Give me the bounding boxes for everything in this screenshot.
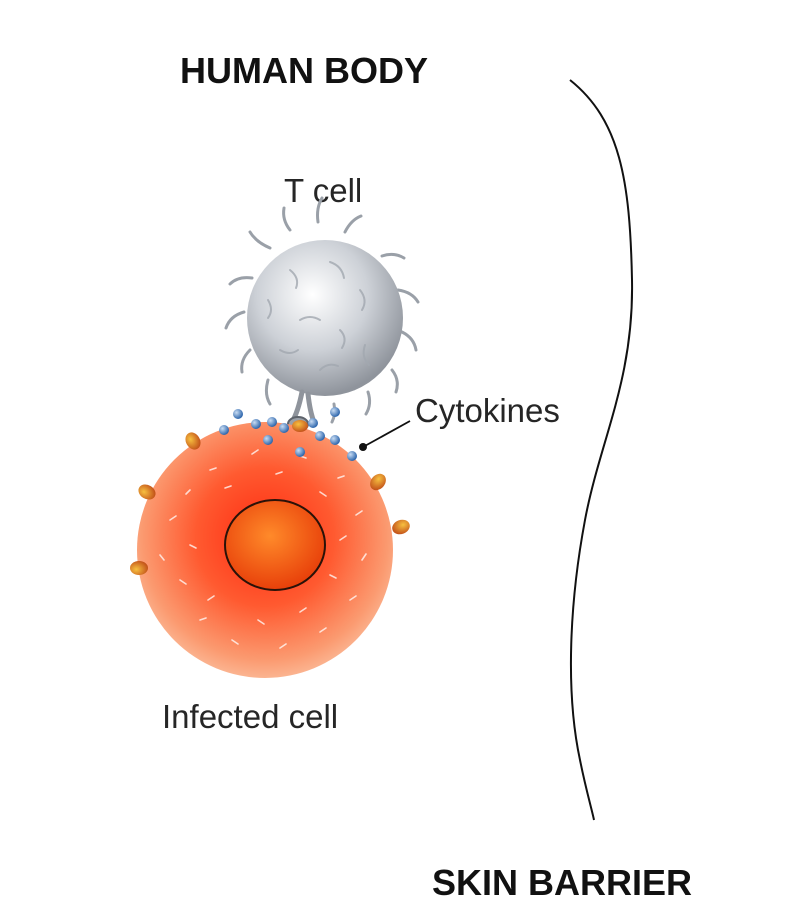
cytokines (219, 407, 357, 461)
infected-cell-label: Infected cell (162, 698, 339, 735)
t-cell-spikes (224, 196, 420, 424)
skin-barrier-line (569, 79, 634, 821)
t-cell-label: T cell (284, 172, 363, 209)
infected-cell-granules (159, 449, 367, 649)
t-cell (224, 196, 420, 432)
infected-cell (130, 420, 410, 678)
cytokines-label: Cytokines (415, 392, 560, 429)
skin-barrier-heading: SKIN BARRIER (432, 862, 693, 903)
surface-antigens (130, 420, 410, 575)
nucleus (224, 499, 326, 591)
human-body-heading: HUMAN BODY (180, 50, 428, 91)
t-cell-body (247, 240, 403, 396)
cytokines-pointer (359, 420, 411, 451)
